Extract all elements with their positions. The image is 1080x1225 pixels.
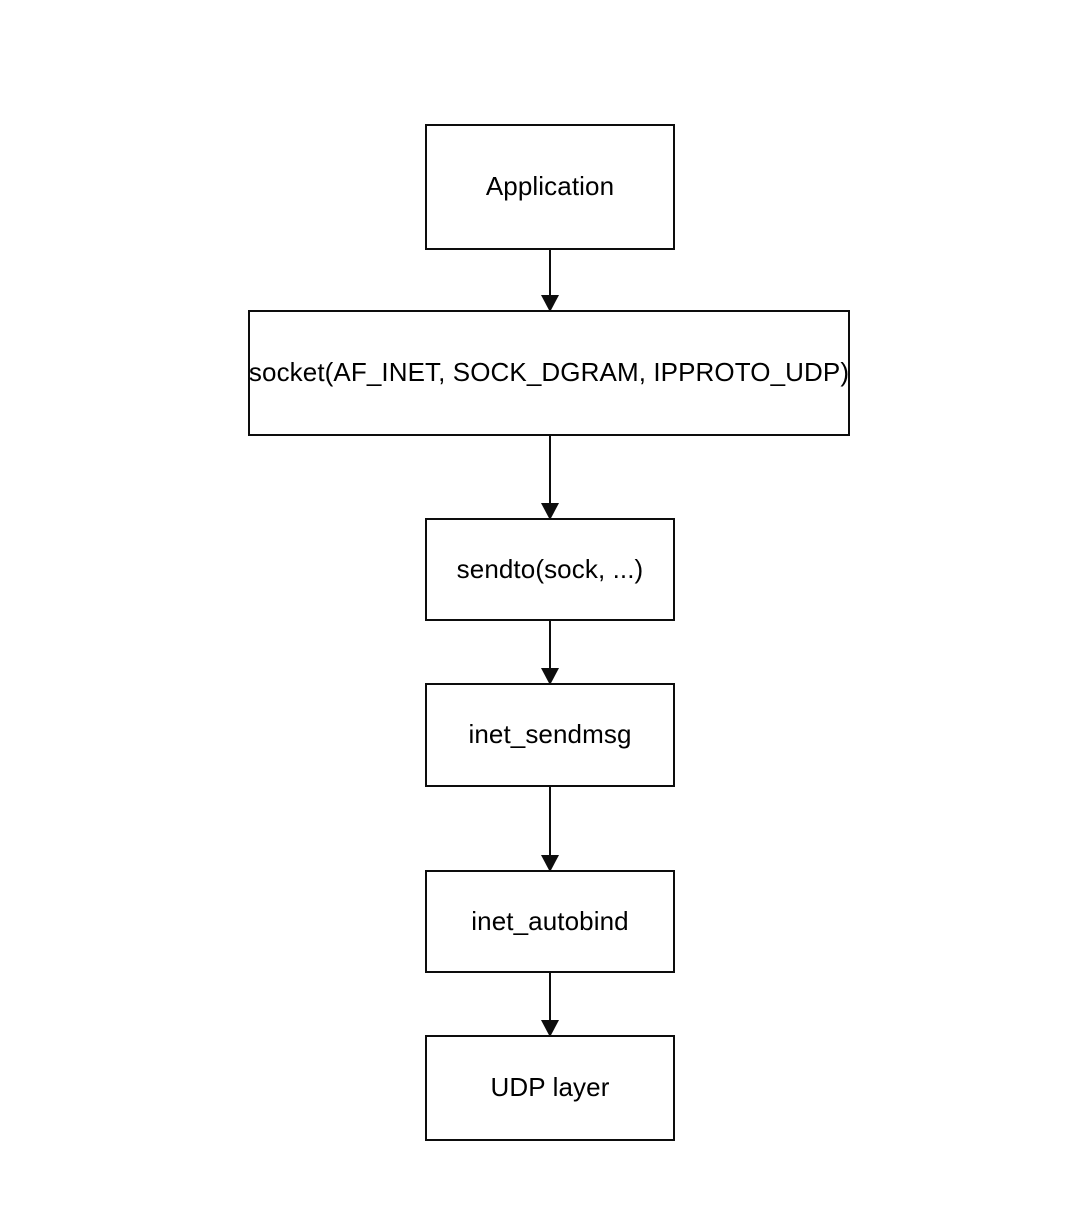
node-label-inet-autobind: inet_autobind — [471, 905, 629, 936]
node-label-sendto: sendto(sock, ...) — [456, 553, 644, 584]
flow-edge-inet-autobind-to-udp-layer — [541, 973, 559, 1037]
node-label-application: Application — [485, 171, 615, 202]
arrow-down-icon — [541, 295, 559, 312]
flowchart-node-inet-autobind[interactable]: inet_autobind — [425, 870, 675, 973]
flowchart-node-application[interactable]: Application — [425, 124, 675, 250]
arrow-down-icon — [541, 668, 559, 685]
arrow-down-icon — [541, 855, 559, 872]
edge-shaft — [549, 787, 551, 857]
arrow-down-icon — [541, 503, 559, 520]
arrow-down-icon — [541, 1020, 559, 1037]
edge-shaft — [549, 250, 551, 297]
flow-edge-socket-call-to-sendto — [541, 436, 559, 520]
flowchart-node-sendto[interactable]: sendto(sock, ...) — [425, 518, 675, 621]
edge-shaft — [549, 621, 551, 670]
flow-edge-sendto-to-inet-sendmsg — [541, 621, 559, 685]
flow-edge-inet-sendmsg-to-inet-autobind — [541, 787, 559, 872]
flowchart-node-socket-call[interactable]: socket(AF_INET, SOCK_DGRAM, IPPROTO_UDP) — [248, 310, 850, 436]
node-label-inet-sendmsg: inet_sendmsg — [468, 719, 632, 750]
edge-shaft — [549, 436, 551, 505]
flowchart-node-udp-layer[interactable]: UDP layer — [425, 1035, 675, 1141]
node-label-udp-layer: UDP layer — [490, 1072, 610, 1103]
flow-edge-application-to-socket-call — [541, 250, 559, 312]
node-label-socket-call: socket(AF_INET, SOCK_DGRAM, IPPROTO_UDP) — [248, 357, 850, 388]
edge-shaft — [549, 973, 551, 1022]
flowchart-node-inet-sendmsg[interactable]: inet_sendmsg — [425, 683, 675, 787]
